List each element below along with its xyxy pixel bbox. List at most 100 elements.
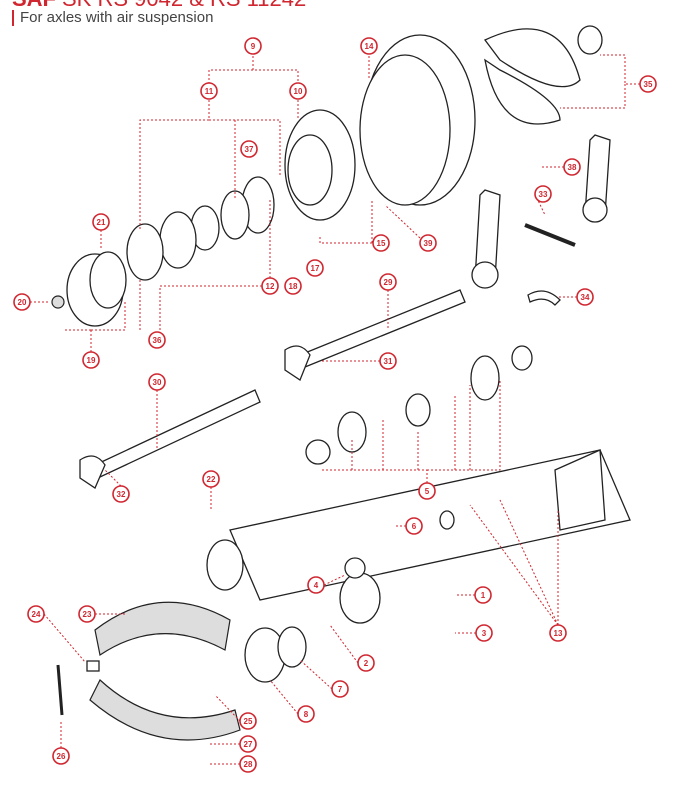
callout-circle (639, 75, 657, 93)
callout-number: 25 (244, 717, 253, 726)
bracket-plate (554, 449, 606, 531)
callout-number: 8 (304, 710, 309, 719)
leader-lines (30, 54, 640, 765)
callout-circle (112, 485, 130, 503)
callout-circle (297, 705, 315, 723)
callout-circle (78, 605, 96, 623)
callout-4: 4 (307, 576, 325, 594)
axle-beam (229, 449, 631, 601)
callout-number: 15 (377, 239, 386, 248)
callout-2: 2 (357, 654, 375, 672)
callout-circle (379, 352, 397, 370)
callout-24: 24 (27, 605, 45, 623)
callout-1: 1 (474, 586, 492, 604)
title-text: SK RS 9042 & RS 11242 (62, 0, 306, 11)
callout-number: 5 (425, 487, 430, 496)
callout-circle (307, 576, 325, 594)
callout-circle (244, 37, 262, 55)
callout-number: 10 (294, 87, 303, 96)
callout-number: 18 (289, 282, 298, 291)
callout-number: 35 (644, 80, 653, 89)
callout-28: 28 (239, 755, 257, 773)
seal (439, 510, 455, 530)
callout-number: 29 (384, 278, 393, 287)
callout-3: 3 (475, 624, 493, 642)
callout-circle (379, 273, 397, 291)
hub-bore (287, 134, 333, 206)
callout-36: 36 (148, 331, 166, 349)
bearing (220, 190, 250, 240)
callout-number: 31 (384, 357, 393, 366)
cam-head-left (79, 455, 106, 489)
callout-number: 37 (245, 145, 254, 154)
callout-number: 7 (338, 685, 343, 694)
callout-number: 33 (539, 190, 548, 199)
callout-number: 19 (87, 356, 96, 365)
callout-circle (239, 735, 257, 753)
axle-spindle-right (339, 572, 381, 624)
callout-circle (289, 82, 307, 100)
callout-number: 1 (481, 591, 486, 600)
callout-number: 38 (568, 163, 577, 172)
callout-number: 12 (266, 282, 275, 291)
callout-circle (331, 680, 349, 698)
callout-circle (148, 331, 166, 349)
callout-number: 14 (365, 42, 374, 51)
callout-circle (202, 470, 220, 488)
callout-35: 35 (639, 75, 657, 93)
callout-29: 29 (379, 273, 397, 291)
callout-34: 34 (576, 288, 594, 306)
callout-circle (240, 140, 258, 158)
clamp (577, 25, 603, 55)
callout-9: 9 (244, 37, 262, 55)
callout-number: 27 (244, 740, 253, 749)
callout-number: 17 (311, 264, 320, 273)
roller (86, 660, 100, 672)
callout-number: 23 (83, 610, 92, 619)
callout-number: 28 (244, 760, 253, 769)
brake-lining (94, 601, 231, 656)
callout-37: 37 (240, 140, 258, 158)
brand-logo: SAF (12, 0, 56, 11)
bushing (344, 557, 366, 579)
callout-circle (284, 277, 302, 295)
callout-circle (475, 624, 493, 642)
callout-number: 39 (424, 239, 433, 248)
callout-10: 10 (289, 82, 307, 100)
slack-adjuster-2-hub (471, 261, 499, 289)
callout-5: 5 (418, 482, 436, 500)
callout-number: 6 (412, 522, 417, 531)
callout-circle (239, 712, 257, 730)
callout-25: 25 (239, 712, 257, 730)
callout-number: 20 (18, 298, 27, 307)
axle-spindle-left (206, 539, 244, 591)
dust-shield-upper (483, 28, 581, 88)
callout-14: 14 (360, 37, 378, 55)
callout-23: 23 (78, 605, 96, 623)
callout-26: 26 (52, 747, 70, 765)
callout-circle (418, 482, 436, 500)
callout-number: 34 (581, 293, 590, 302)
callout-number: 4 (314, 581, 319, 590)
callout-number: 2 (364, 659, 369, 668)
seal-ring (126, 223, 164, 281)
cam-bush-2 (511, 345, 533, 371)
cam-bracket-2 (470, 355, 500, 401)
callout-number: 26 (57, 752, 66, 761)
axle-o-ring (277, 626, 307, 668)
callout-circle (200, 82, 218, 100)
callout-33: 33 (534, 185, 552, 203)
callout-8: 8 (297, 705, 315, 723)
callout-circle (549, 624, 567, 642)
callout-31: 31 (379, 352, 397, 370)
callouts: 1234567891011121314151718192021222324252… (13, 37, 657, 773)
brake-shoe (89, 679, 241, 741)
callout-number: 13 (554, 629, 563, 638)
callout-32: 32 (112, 485, 130, 503)
callout-15: 15 (372, 234, 390, 252)
callout-19: 19 (82, 351, 100, 369)
callout-circle (405, 517, 423, 535)
callout-circle (82, 351, 100, 369)
callout-27: 27 (239, 735, 257, 753)
clip (527, 290, 561, 306)
